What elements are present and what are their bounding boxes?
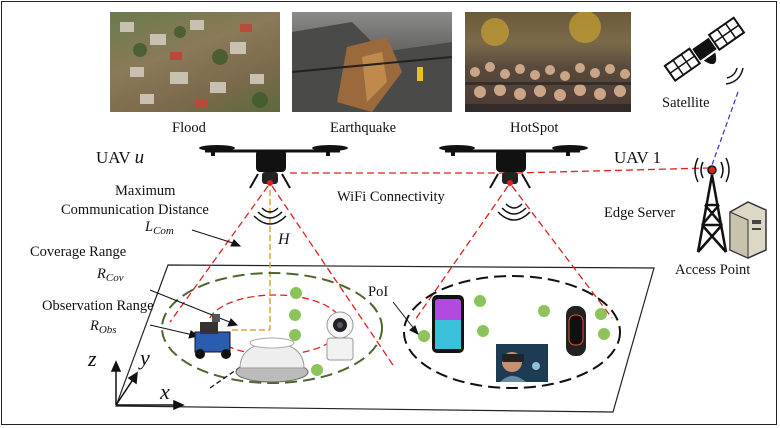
smartphone-icon bbox=[432, 295, 464, 353]
poi-label: PoI bbox=[368, 284, 389, 300]
flood-photo bbox=[110, 12, 280, 112]
cone-left-uav1 bbox=[414, 185, 509, 321]
security-camera-icon bbox=[326, 311, 354, 361]
axes-icon bbox=[110, 360, 185, 411]
earthquake-photo-art bbox=[292, 22, 452, 112]
axis-z-label: z bbox=[88, 346, 97, 371]
access-point-label: Access Point bbox=[675, 262, 751, 278]
uav-u-var: u bbox=[134, 147, 145, 168]
coverage-range-label: Coverage Range bbox=[30, 244, 127, 260]
access-point-tower-icon bbox=[696, 174, 728, 253]
axis-x-label: x bbox=[160, 379, 170, 404]
robs-arrow bbox=[149, 324, 194, 336]
lcom-arrowhead bbox=[230, 239, 242, 247]
hotspot-label: HotSpot bbox=[510, 120, 559, 136]
vr-user-icon bbox=[496, 344, 548, 382]
satellite-label: Satellite bbox=[662, 95, 710, 111]
poi-cluster-ellipse bbox=[403, 275, 621, 389]
max-comm-line2: Communication Distance bbox=[61, 202, 209, 218]
edge-server-label: Edge Server bbox=[604, 205, 676, 221]
satellite-signal-icon bbox=[725, 67, 744, 85]
uav-u-text: UAV bbox=[96, 148, 131, 167]
earthquake-photo bbox=[292, 12, 452, 112]
hotspot-photo bbox=[465, 12, 631, 112]
lcom-var: L bbox=[145, 219, 154, 235]
smart-speaker-icon bbox=[235, 337, 309, 383]
poi-arrow bbox=[392, 301, 416, 331]
cone-left-uavu bbox=[169, 185, 269, 323]
rcov-symbol: RCov bbox=[97, 266, 124, 286]
drone-icon-uav1 bbox=[439, 145, 588, 189]
height-label: H bbox=[278, 231, 290, 248]
flood-photo-art bbox=[120, 20, 268, 108]
observation-range-ellipse bbox=[161, 272, 383, 384]
wifi-signal-icon-uav1 bbox=[497, 203, 531, 221]
wifi-signal-icon-uavu bbox=[253, 207, 287, 225]
poi-arrowhead bbox=[409, 325, 419, 336]
rcov-sub: Cov bbox=[105, 272, 124, 284]
uav-u-label: UAV u bbox=[96, 148, 144, 168]
uav-1-label: UAV 1 bbox=[614, 148, 662, 167]
rcov-arrowhead bbox=[227, 318, 239, 327]
observation-radius-line bbox=[209, 344, 273, 389]
cone-right-uav1 bbox=[511, 185, 613, 319]
flood-label: Flood bbox=[172, 120, 206, 136]
satellite-link bbox=[711, 91, 739, 166]
smartwatch-icon bbox=[566, 306, 586, 356]
satellite-icon bbox=[663, 16, 746, 83]
earthquake-label: Earthquake bbox=[330, 120, 397, 136]
ground-plane bbox=[115, 264, 655, 413]
observation-range-label: Observation Range bbox=[42, 298, 154, 314]
access-point-antenna bbox=[707, 165, 717, 175]
robs-var: R bbox=[90, 318, 99, 334]
robs-symbol: RObs bbox=[90, 318, 117, 338]
wifi-connectivity-label: WiFi Connectivity bbox=[337, 189, 445, 205]
cone-right-uavu bbox=[271, 185, 396, 369]
lcom-symbol: LCom bbox=[145, 219, 174, 239]
lcom-arrow bbox=[191, 229, 237, 245]
robot-car-icon bbox=[194, 314, 231, 359]
axis-y-label: y bbox=[140, 345, 150, 370]
edge-server-icon bbox=[729, 201, 767, 259]
robs-sub: Obs bbox=[98, 324, 117, 336]
hotspot-photo-art bbox=[465, 12, 631, 112]
max-comm-line1: Maximum bbox=[115, 183, 176, 199]
rcov-var: R bbox=[97, 266, 106, 282]
drone-icon-uavu bbox=[199, 145, 348, 189]
lcom-sub: Com bbox=[153, 225, 174, 237]
uav1-ap-link bbox=[515, 167, 709, 174]
access-point-signal-icon bbox=[694, 157, 730, 183]
